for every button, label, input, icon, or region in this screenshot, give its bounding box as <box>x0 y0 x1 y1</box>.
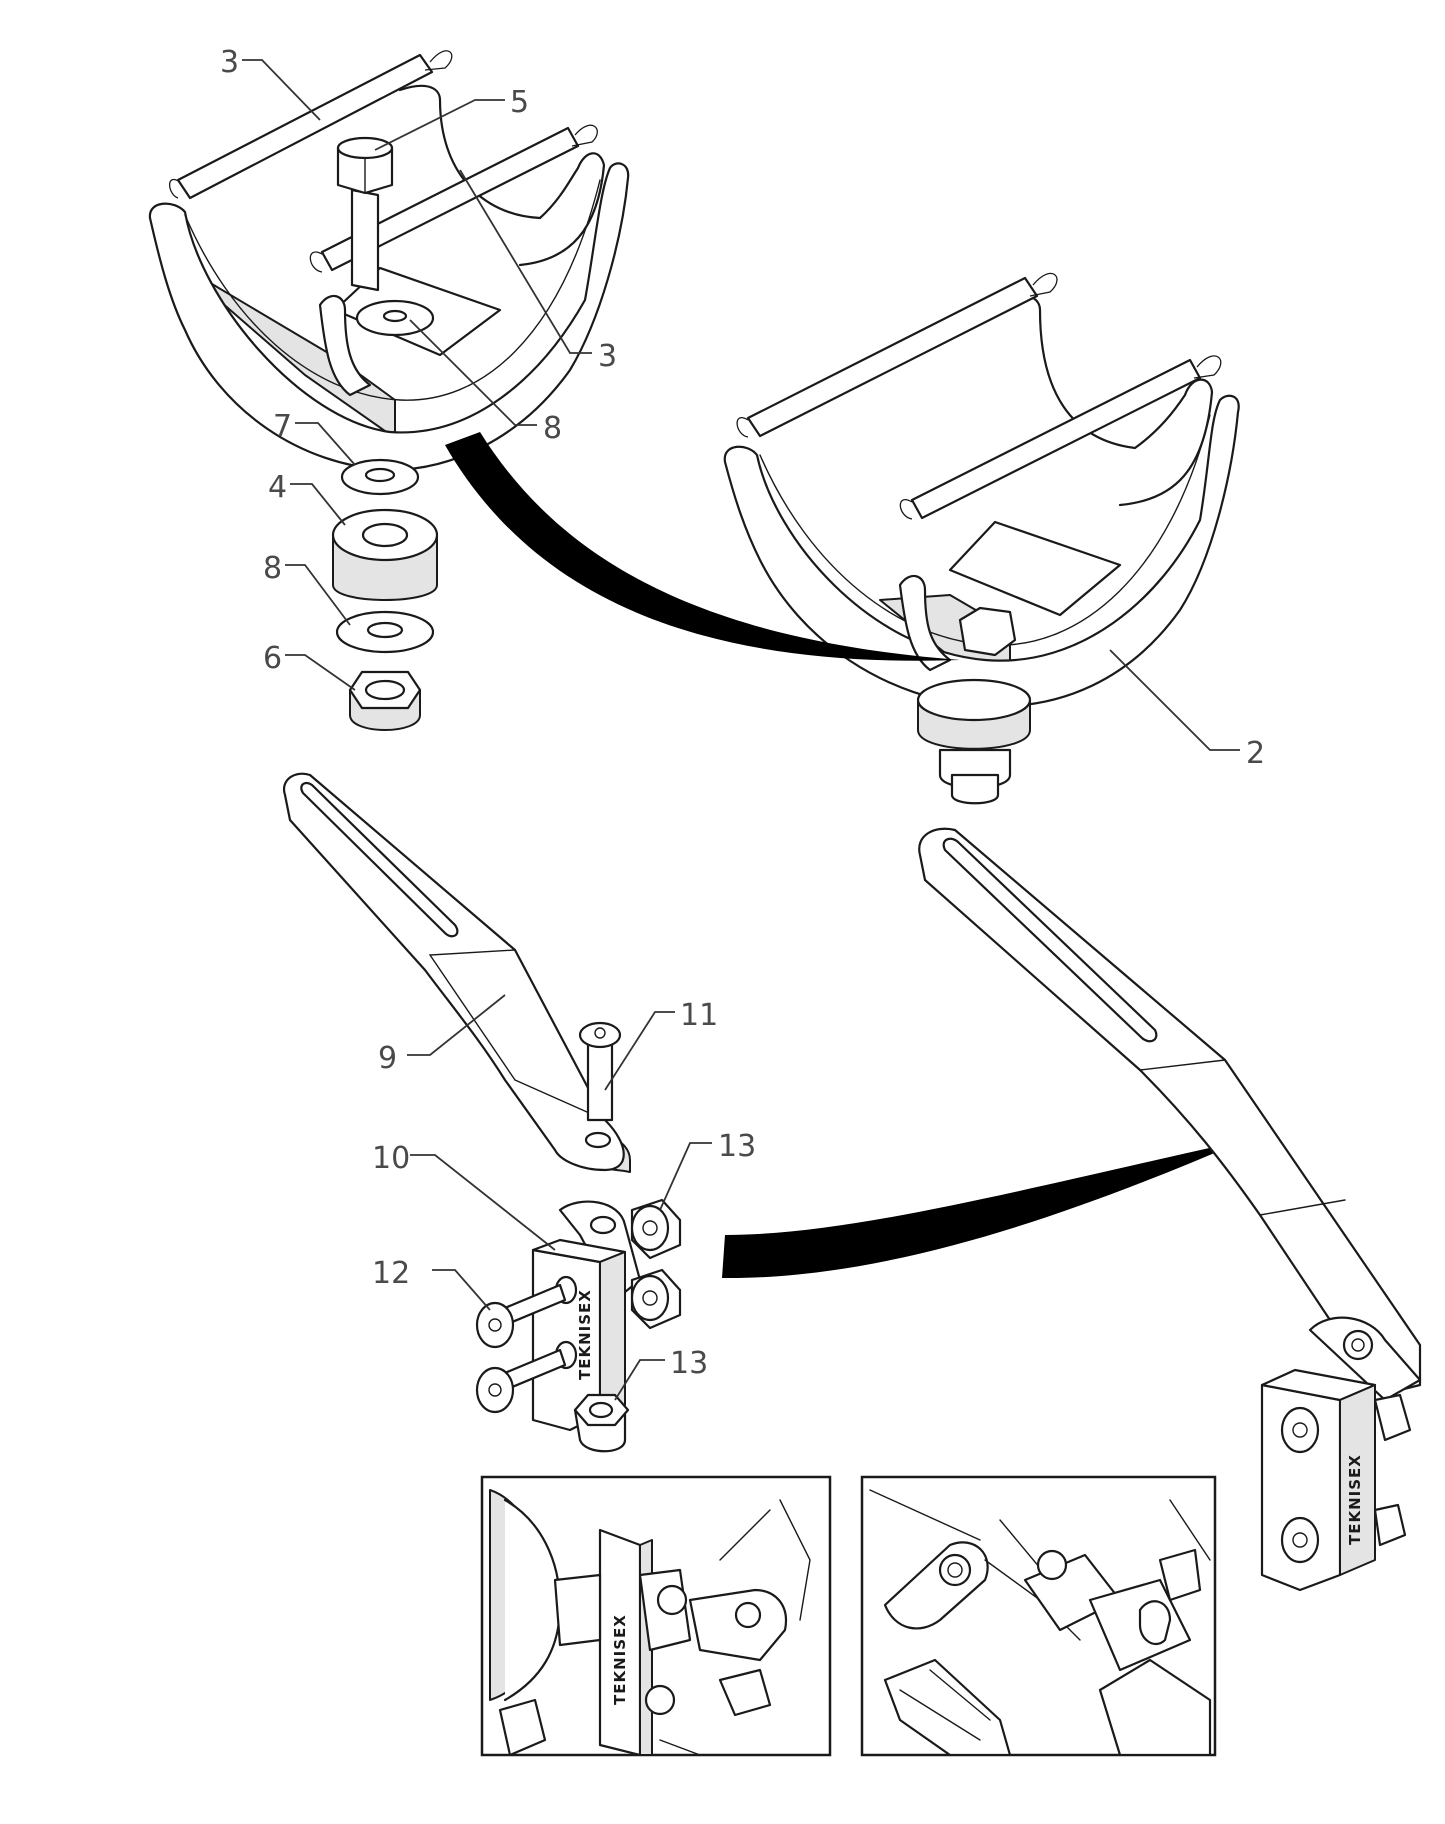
screw-12-upper <box>475 1283 567 1349</box>
brand-mark-bracket-10: TEKNISEX <box>576 1289 594 1380</box>
bracket-9 <box>282 772 631 1173</box>
spring-right-upper <box>746 276 1039 438</box>
callout-11: 11 <box>680 998 718 1033</box>
callout-6: 6 <box>263 641 282 676</box>
washer-8-lower <box>335 610 435 654</box>
callout-3-lower: 3 <box>598 339 617 374</box>
fastener-stack <box>331 458 439 731</box>
exploded-hanger-bracket <box>148 50 630 472</box>
screw-12-lower <box>475 1348 567 1414</box>
callout-7: 7 <box>273 409 292 444</box>
assembly-arrow-lower <box>722 1140 1245 1279</box>
callout-5: 5 <box>510 85 529 120</box>
nut-13-lower <box>573 1393 630 1453</box>
spring-3-lower <box>309 124 598 273</box>
inset-photo-left: TEKNISEX <box>480 1475 832 1757</box>
assembly-arrow-upper <box>445 432 960 661</box>
brand-mark-inset-left: TEKNISEX <box>611 1614 629 1705</box>
callout-9: 9 <box>378 1041 397 1076</box>
spring-right-lower <box>910 358 1202 520</box>
callout-2: 2 <box>1246 736 1265 771</box>
callout-leaders <box>242 59 1240 1401</box>
nut-13-upper <box>630 1198 682 1260</box>
callout-12: 12 <box>372 1256 410 1291</box>
rubber-bush-4 <box>331 508 439 601</box>
nut-13-middle <box>630 1268 682 1330</box>
callout-labels: 3 5 3 8 7 4 8 6 2 11 9 10 13 12 13 <box>220 45 1265 1381</box>
callout-13-lower: 13 <box>670 1346 708 1381</box>
callout-13-upper: 13 <box>718 1129 756 1164</box>
washer-7 <box>340 458 420 496</box>
bolt-5 <box>336 136 394 292</box>
brand-mark-lower-bracket: TEKNISEX <box>1346 1454 1364 1545</box>
callout-4: 4 <box>268 470 287 505</box>
assembled-long-bracket: TEKNISEX <box>918 827 1422 1592</box>
assembled-hanger-2 <box>723 272 1240 805</box>
spring-3-upper <box>168 50 453 200</box>
callout-8-lower: 8 <box>263 551 282 586</box>
callout-3-upper: 3 <box>220 45 239 80</box>
callout-10: 10 <box>372 1141 410 1176</box>
nut-6 <box>348 670 422 731</box>
callout-8-upper: 8 <box>543 411 562 446</box>
inset-photo-right <box>860 1475 1217 1757</box>
screw-11 <box>578 1021 622 1122</box>
